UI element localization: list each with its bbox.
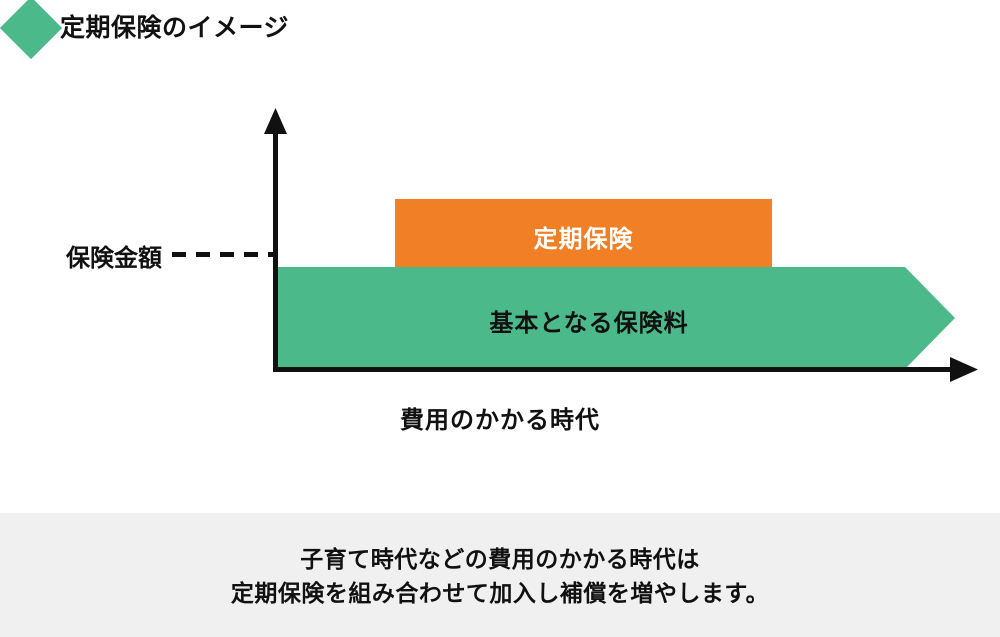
caption-line-1: 子育て時代などの費用のかかる時代は: [300, 546, 700, 572]
y-axis-label: 保険金額: [66, 245, 162, 272]
caption-line-2: 定期保険を組み合わせて加入し補償を増やします。: [230, 580, 770, 606]
x-axis-label: 費用のかかる時代: [400, 407, 600, 434]
y-axis-arrow-icon: [264, 108, 287, 134]
header: 定期保険のイメージ: [0, 0, 1000, 60]
caption-box: 子育て時代などの費用のかかる時代は 定期保険を組み合わせて加入し補償を増やします…: [0, 513, 1000, 637]
bar-label-base-premium: 基本となる保険料: [489, 310, 689, 337]
caption-text: 子育て時代などの費用のかかる時代は 定期保険を組み合わせて加入し補償を増やします…: [0, 542, 1000, 610]
x-axis-arrow-icon: [950, 357, 978, 382]
chart-graphic: [172, 108, 978, 382]
chart-area: 保険金額 定期保険 基本となる保険料 費用のかかる時代: [66, 108, 978, 434]
bar-base-premium: [273, 267, 955, 369]
page-title: 定期保険のイメージ: [60, 14, 290, 42]
bar-term-insurance: [395, 199, 772, 267]
bar-label-term-insurance: 定期保険: [533, 226, 634, 253]
